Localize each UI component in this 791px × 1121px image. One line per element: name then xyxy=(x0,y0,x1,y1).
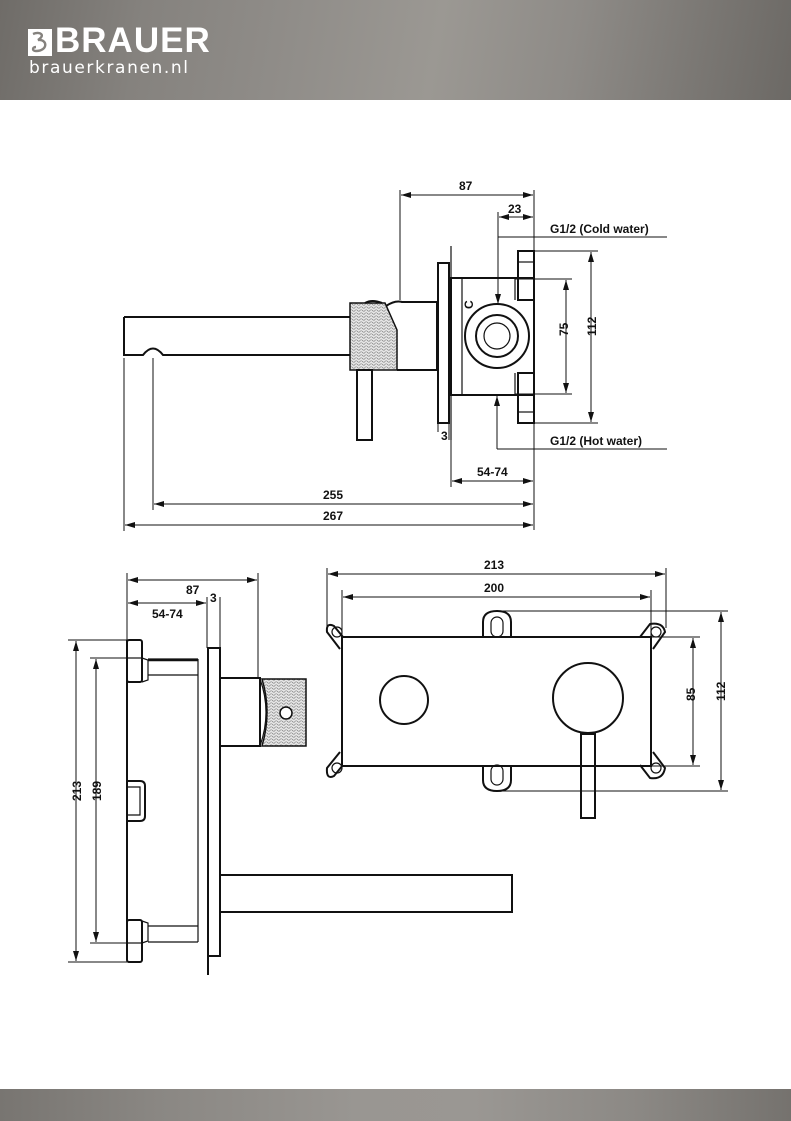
dim-side-189: 189 xyxy=(90,781,104,801)
dim-top-112: 112 xyxy=(585,316,599,336)
knurled-handle xyxy=(349,302,398,371)
cold-marker-label: C xyxy=(462,300,476,309)
side-lug-bottom xyxy=(126,919,143,963)
dim-top-23: 23 xyxy=(508,202,522,216)
brand-website[interactable]: brauerkranen.nl xyxy=(29,58,190,78)
dim-front-85: 85 xyxy=(684,687,698,701)
inlet-ring-inner xyxy=(483,322,511,350)
mounting-lug-bottom xyxy=(517,372,535,424)
front-mount-lug-br xyxy=(639,751,667,780)
handle-cap xyxy=(364,300,383,304)
front-mount-lug-tl xyxy=(325,623,344,650)
brauer-b-monogram-icon xyxy=(28,29,52,56)
front-mount-lug-top xyxy=(482,609,512,637)
footer-banner xyxy=(0,1089,791,1121)
mounting-box-frame xyxy=(450,277,535,396)
mounting-lug-top xyxy=(517,250,535,301)
dim-top-54-74: 54-74 xyxy=(477,465,508,479)
dim-side-213: 213 xyxy=(70,781,84,801)
front-mount-lug-bottom xyxy=(482,765,512,793)
side-lug-top xyxy=(126,639,143,683)
dim-side-87: 87 xyxy=(186,583,200,597)
cold-water-label: G1/2 (Cold water) xyxy=(550,222,649,236)
dim-front-200: 200 xyxy=(484,581,504,595)
cover-plate xyxy=(437,262,450,424)
dim-top-75: 75 xyxy=(557,322,571,336)
hot-water-label: G1/2 (Hot water) xyxy=(550,434,642,448)
top-view: C 87 23 G1/2 (Cold water) G1/2 (Hot wate… xyxy=(123,179,667,531)
side-spout xyxy=(219,874,513,913)
side-handle-pin xyxy=(279,706,293,720)
dim-side-3: 3 xyxy=(210,591,217,605)
dim-top-3: 3 xyxy=(441,429,448,443)
front-view: 213 200 85 112 xyxy=(325,558,728,819)
inlet-ring-mid xyxy=(475,314,519,358)
front-lever xyxy=(580,733,596,819)
dim-front-112: 112 xyxy=(714,681,728,701)
dim-top-255: 255 xyxy=(323,488,343,502)
lever xyxy=(356,369,373,441)
dim-top-267: 267 xyxy=(323,509,343,523)
front-mixer-handle xyxy=(552,662,624,734)
side-body xyxy=(219,677,261,747)
side-mid-tab xyxy=(127,780,146,822)
brand-name: BRAUER xyxy=(55,21,211,60)
header-banner: BRAUER brauerkranen.nl xyxy=(0,0,791,100)
inlet-ring-outer xyxy=(464,303,530,369)
side-cover-plate xyxy=(207,647,221,957)
dim-top-87: 87 xyxy=(459,179,473,193)
front-cover-plate xyxy=(341,636,652,767)
side-view: 87 54-74 3 213 189 xyxy=(68,573,513,975)
dim-front-213: 213 xyxy=(484,558,504,572)
front-diverter-knob xyxy=(379,675,429,725)
front-mount-lug-bl xyxy=(325,751,344,778)
dim-side-54-74: 54-74 xyxy=(152,607,183,621)
spout xyxy=(123,316,350,356)
